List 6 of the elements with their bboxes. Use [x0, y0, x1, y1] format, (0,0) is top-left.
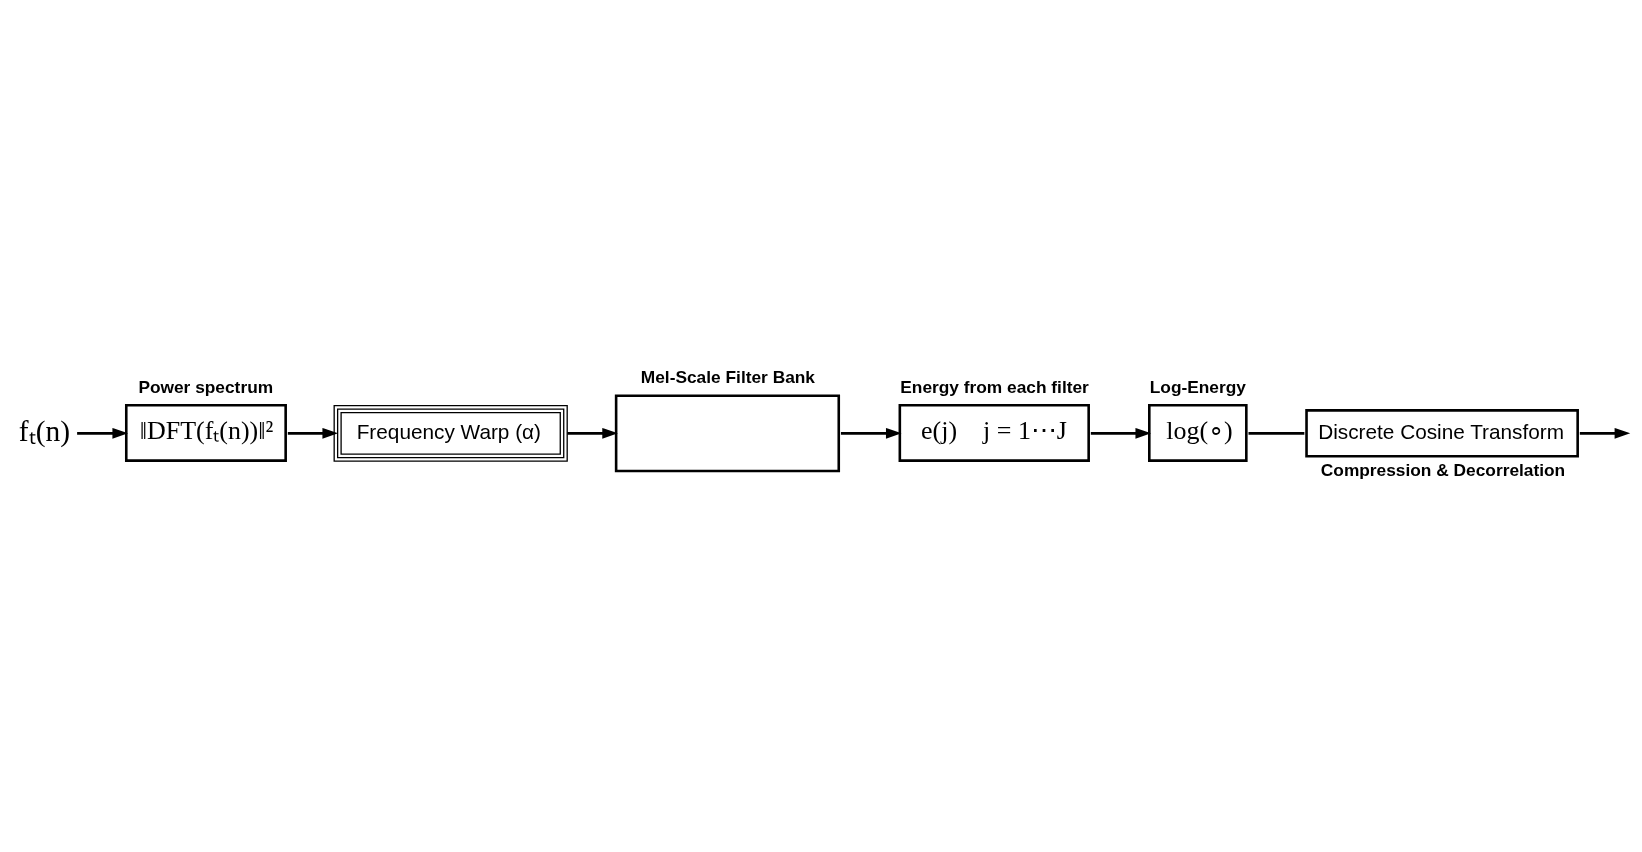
node-text: fₜ(n): [18, 414, 70, 447]
node-label: Power spectrum: [138, 376, 274, 397]
node-label: Compression & Decorrelation: [1320, 459, 1566, 480]
node-label: Mel-Scale Filter Bank: [640, 367, 815, 388]
node-label: Log-Energy: [1149, 376, 1246, 397]
node-label: Energy from each filter: [900, 376, 1089, 397]
